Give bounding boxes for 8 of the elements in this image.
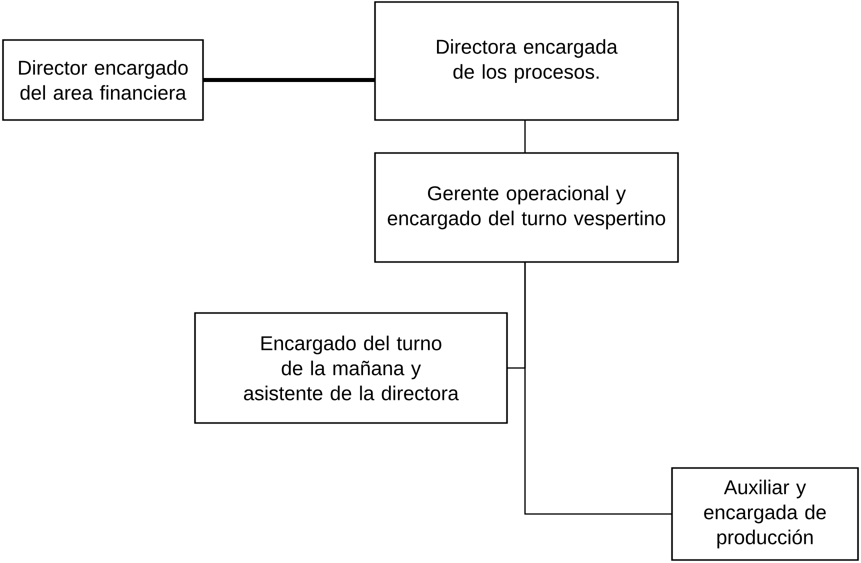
connector-line: [524, 262, 672, 515]
org-box: Gerente operacional y encargado del turno vespertino: [374, 152, 679, 263]
org-box: Directora encargada de los procesos.: [374, 1, 679, 121]
connector-line: [524, 120, 526, 153]
connector-line: [203, 78, 375, 82]
org-box: Encargado del turno de la mañana y asistente de la directora: [194, 312, 508, 424]
org-box: Director encargado del area financiera: [2, 39, 204, 121]
org-box: Auxiliar y encargada de producción: [671, 467, 859, 561]
